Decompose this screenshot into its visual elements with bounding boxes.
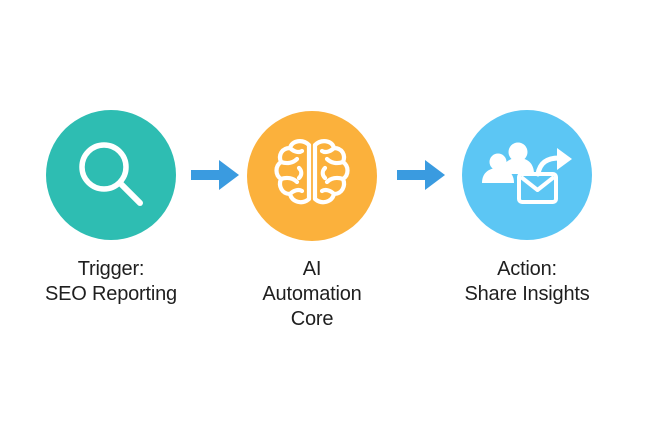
brain-icon: [247, 111, 377, 241]
trigger-node-circle: [46, 110, 176, 240]
trigger-label-line-1: Trigger:: [77, 258, 145, 280]
core-label-line-3: Core: [290, 308, 334, 330]
core-label-line-2: Automation: [262, 283, 362, 305]
trigger-label: Trigger: SEO Reporting: [11, 257, 211, 307]
action-label-line-1: Action:: [497, 258, 557, 280]
trigger-circle-fill: [46, 110, 176, 240]
core-node-circle: [247, 111, 377, 241]
share-people-mail-icon: [462, 110, 592, 240]
core-circle-fill: [247, 111, 377, 241]
arrow-right-icon: [397, 160, 445, 190]
trigger-label-line-2: SEO Reporting: [45, 283, 177, 305]
action-label: Action: Share Insights: [427, 257, 627, 307]
core-label: AI Automation Core: [212, 257, 412, 332]
action-label-line-2: Share Insights: [464, 283, 590, 305]
core-label-line-1: AI: [302, 258, 322, 280]
arrow-right-icon: [191, 160, 239, 190]
action-node-circle: [462, 110, 592, 240]
search-icon: [46, 110, 176, 240]
